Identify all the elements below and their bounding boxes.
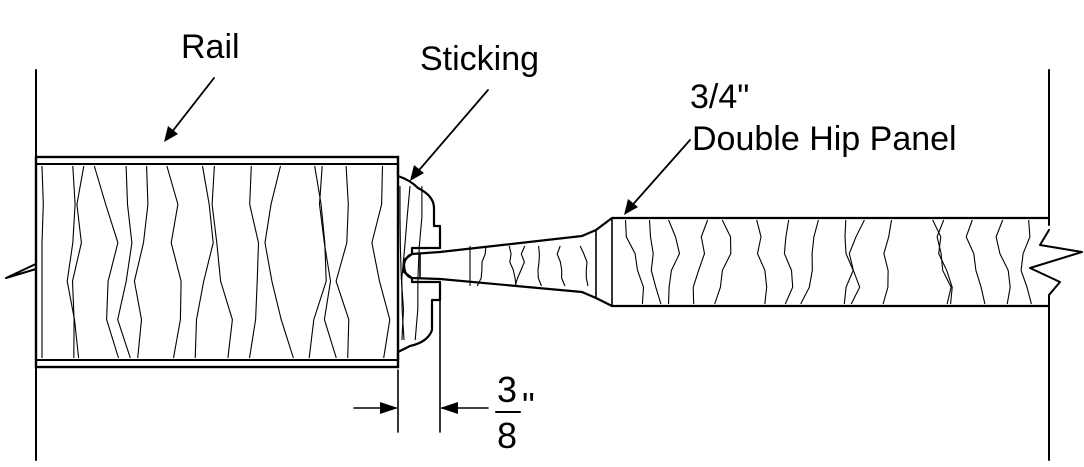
rail-leader-arrow (164, 77, 215, 142)
right-break-symbol (1029, 229, 1083, 296)
grain-line (995, 219, 1011, 305)
rail-piece (34, 155, 400, 369)
grain-line (648, 219, 662, 305)
grain-line (936, 219, 952, 305)
grain-line (800, 219, 819, 305)
grain-line (211, 165, 233, 359)
dimension-three-eighths (353, 299, 521, 433)
grain-line (476, 245, 487, 287)
panel-grain (469, 219, 1032, 305)
grain-line (71, 165, 85, 359)
sticking-leader-arrow (410, 89, 489, 181)
grain-line (537, 245, 543, 287)
grain-line (843, 219, 854, 305)
grain-line (318, 165, 337, 359)
panel-thickness-label: 3/4" (690, 78, 749, 116)
grain-line (93, 165, 120, 359)
grain-line (335, 165, 350, 359)
grain-line (371, 165, 391, 359)
dimension-numerator: 3 (497, 369, 517, 410)
grain-line (556, 245, 566, 287)
panel-leader-arrow (624, 139, 691, 215)
grain-line (514, 245, 526, 287)
grain-line (41, 165, 44, 358)
grain-line (848, 219, 865, 305)
grain-line (399, 186, 405, 341)
panel-name-label: Double Hip Panel (692, 120, 957, 158)
grain-line (667, 219, 681, 305)
grain-line (965, 219, 986, 305)
grain-line (117, 165, 133, 359)
rail-label: Rail (181, 28, 240, 66)
grain-line (508, 245, 517, 287)
grain-line (248, 165, 260, 359)
grain-line (756, 219, 768, 305)
grain-line (264, 165, 294, 359)
grain-line (692, 219, 709, 305)
grain-line (579, 245, 589, 287)
grain-line (783, 219, 794, 305)
rail-grain (41, 165, 391, 359)
grain-line (882, 219, 893, 305)
grain-line (194, 165, 214, 359)
dimension-denominator: 8 (497, 415, 517, 456)
grain-line (932, 219, 953, 305)
grain-line (66, 165, 80, 359)
grain-line (414, 186, 423, 341)
grain-line (166, 165, 182, 359)
sticking-label: Sticking (420, 40, 539, 78)
grain-line (1020, 219, 1032, 305)
double-hip-panel (402, 216, 1051, 308)
dimension-unit: " (522, 385, 535, 426)
grain-line (133, 165, 149, 359)
grain-line (714, 219, 732, 305)
grain-line (624, 219, 645, 305)
